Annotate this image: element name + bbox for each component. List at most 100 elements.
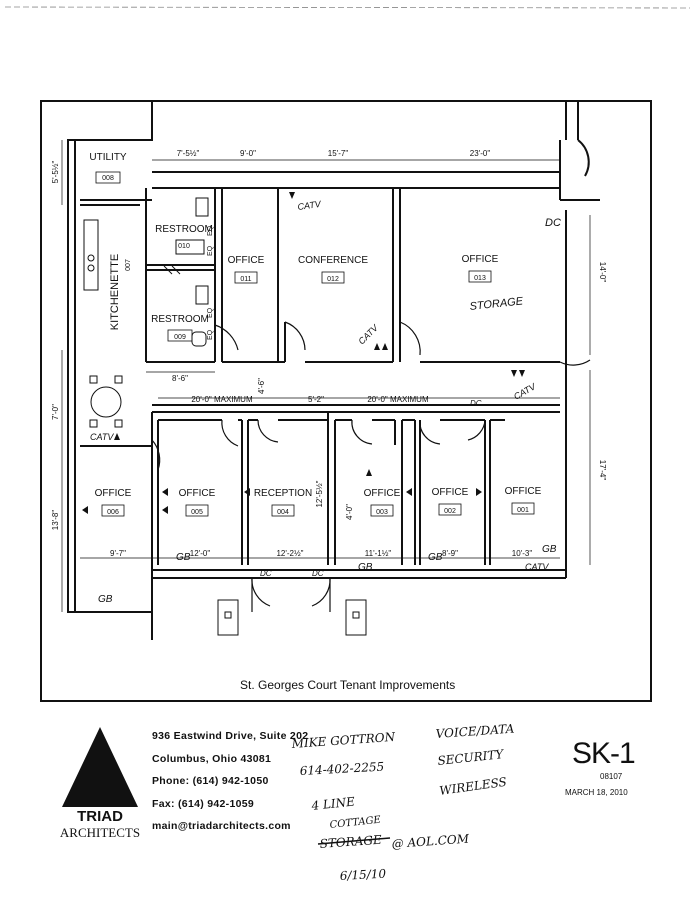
dim-left-1: 5'-5½"	[51, 161, 60, 184]
room-office-002-number: 002	[444, 508, 456, 515]
note-phone: 614-402-2255	[299, 760, 384, 778]
note-cottage: COTTAGE	[329, 815, 382, 831]
firm-fax: Fax: (614) 942-1059	[152, 797, 255, 810]
project-number: 08107	[600, 772, 623, 781]
hand-dc-1: DC	[545, 217, 561, 229]
eq-mark-3: EQ	[207, 307, 214, 318]
dim-corridor-2: 5'-2"	[308, 395, 324, 404]
plan-border	[40, 100, 652, 702]
plan-title: St. Georges Court Tenant Improvements	[240, 678, 456, 692]
dim-right-2: 17'-4"	[598, 460, 607, 481]
dim-corridor-1: 20'-0" MAXIMUM	[191, 395, 253, 404]
room-reception-number: 004	[277, 509, 289, 516]
hand-dc-4: DC	[470, 399, 482, 408]
note-name: MIKE GOTTRON	[290, 730, 396, 751]
firm-word-2: ARCHITECTS	[60, 825, 140, 840]
room-utility-number: 008	[102, 175, 114, 182]
sheet-number: SK-1	[572, 737, 636, 770]
dim-left-2: 7'-0"	[51, 404, 60, 420]
dim-top-2: 9'-0"	[240, 149, 256, 158]
round-table	[90, 386, 122, 418]
room-conference-name: CONFERENCE	[298, 255, 368, 266]
hand-dc-2: DC	[260, 569, 272, 578]
firm-phone: Phone: (614) 942-1050	[152, 775, 269, 787]
room-reception-name: RECEPTION	[254, 488, 312, 499]
room-office-006-name: OFFICE	[95, 488, 132, 499]
dim-vert-1: 4'-6"	[257, 378, 266, 394]
dim-bottom-2: 12'-0"	[190, 549, 211, 558]
note-voice-data: VOICE/DATA	[435, 722, 515, 741]
door-swings	[151, 321, 591, 612]
dim-left-3: 13'-8"	[51, 510, 60, 531]
room-restroom-009-number: 009	[174, 334, 186, 341]
room-office-006-number: 006	[107, 509, 119, 516]
firm-city: Columbus, Ohio 43081	[152, 752, 272, 765]
dimension-text: 7'-5½" 9'-0" 15'-7" 23'-0" 5'-5½" 7'-0" …	[51, 149, 607, 558]
floor-plan: UTILITY 008 RESTROOM 010 RESTROOM 009 KI…	[4, 6, 691, 640]
triad-logo-triangle-icon	[62, 727, 138, 807]
room-office-001-name: OFFICE	[505, 486, 542, 497]
room-office-013-number: 013	[474, 275, 486, 282]
room-labels: UTILITY 008 RESTROOM 010 RESTROOM 009 KI…	[89, 152, 542, 517]
dim-top-3: 15'-7"	[328, 149, 349, 158]
firm-email: main@triadarchitects.com	[152, 820, 291, 832]
triad-logo: TRIAD ARCHITECTS	[60, 727, 140, 840]
eq-mark-2: EQ	[207, 245, 214, 256]
dimension-lines	[61, 140, 591, 612]
hand-gb-3: GB	[358, 562, 373, 573]
room-restroom-009-name: RESTROOM	[151, 314, 209, 325]
dim-restroom: 8'-6"	[172, 374, 188, 383]
room-restroom-010-name: RESTROOM	[155, 224, 213, 235]
hand-gb-2: GB	[98, 594, 113, 605]
note-date: 6/15/10	[339, 867, 386, 883]
room-office-011-name: OFFICE	[228, 255, 265, 266]
note-email: @ AOL.COM	[391, 832, 470, 851]
room-office-003-number: 003	[376, 509, 388, 516]
dim-right-1: 14'-0"	[598, 262, 607, 283]
room-restroom-010-number: 010	[178, 243, 190, 250]
note-wireless: WIRELESS	[438, 775, 507, 798]
scan-edge-line	[4, 6, 691, 9]
room-office-011-number: 011	[240, 276, 251, 283]
dim-top-4: 23'-0"	[470, 149, 491, 158]
room-office-001-number: 001	[517, 507, 529, 514]
note-four-line: 4 LINE	[310, 794, 356, 813]
room-office-005-name: OFFICE	[179, 488, 216, 499]
handwritten-notes: MIKE GOTTRON 614-402-2255 VOICE/DATA SEC…	[290, 722, 515, 883]
dim-corridor-3: 20'-0" MAXIMUM	[367, 395, 429, 404]
room-office-003-name: OFFICE	[364, 488, 401, 499]
eq-mark-4: EQ	[207, 329, 214, 340]
hand-gb-5: GB	[542, 544, 557, 555]
dim-bottom-6: 10'-3"	[512, 549, 533, 558]
dim-vert-2: 12'-5½"	[315, 480, 324, 507]
room-kitchenette-name: KITCHENETTE	[109, 254, 121, 330]
hand-catv-5: CATV	[525, 562, 549, 572]
hand-gb-1: GB	[176, 552, 191, 563]
firm-address-block: 936 Eastwind Drive, Suite 202 Columbus, …	[152, 725, 308, 838]
hand-catv-3: CATV	[512, 381, 538, 402]
dim-vert-3: 4'-0"	[345, 504, 354, 520]
sheet-date: MARCH 18, 2010	[565, 788, 628, 797]
dim-bottom-3: 12'-2½"	[276, 549, 303, 558]
outlet-markers	[82, 192, 525, 514]
fixtures	[83, 197, 367, 636]
hand-catv-2: CATV	[356, 322, 380, 346]
hand-gb-4: GB	[428, 552, 443, 563]
dim-top-1: 7'-5½"	[177, 149, 200, 158]
room-utility-name: UTILITY	[89, 152, 127, 163]
eq-mark-1: EQ	[207, 225, 214, 236]
dim-bottom-1: 9'-7"	[110, 549, 126, 558]
dim-bottom-4: 11'-1½"	[365, 549, 392, 558]
eq-marks: EQ EQ EQ EQ	[207, 225, 214, 340]
room-conference-number: 012	[327, 276, 339, 283]
hand-catv-1: CATV	[297, 199, 322, 212]
room-office-005-number: 005	[191, 509, 203, 516]
note-security: SECURITY	[437, 747, 505, 768]
hand-storage: STORAGE	[469, 295, 524, 313]
room-office-002-name: OFFICE	[432, 487, 469, 498]
room-kitchenette-number: 007	[125, 259, 132, 271]
dim-bottom-5: 8'-9"	[442, 549, 458, 558]
hand-catv-4: CATV	[90, 432, 114, 442]
hand-dc-3: DC	[312, 569, 324, 578]
